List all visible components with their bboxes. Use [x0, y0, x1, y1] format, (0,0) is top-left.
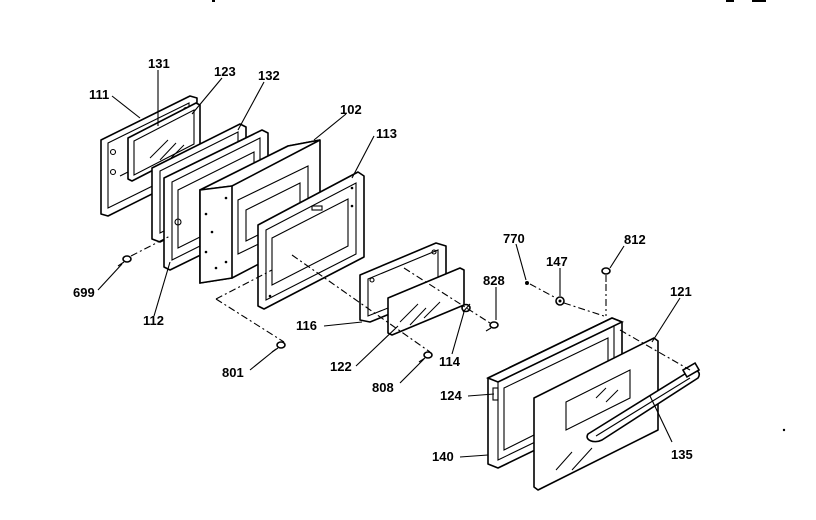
assembly-lines [130, 235, 691, 371]
label-140: 140 [432, 449, 454, 464]
part-113-inner-panel [257, 171, 365, 310]
screw-828 [485, 321, 499, 332]
label-770: 770 [503, 231, 525, 246]
scan-marks [212, 0, 786, 432]
part-135-door-handle [586, 361, 701, 443]
label-147: 147 [546, 254, 568, 269]
label-699: 699 [73, 285, 95, 300]
label-112: 112 [143, 313, 164, 328]
label-812: 812 [624, 232, 646, 247]
label-111: 111 [89, 87, 109, 102]
label-131: 131 [148, 56, 170, 71]
label-121: 121 [670, 284, 692, 299]
label-828: 828 [483, 273, 505, 288]
label-113: 113 [376, 126, 397, 141]
label-102: 102 [340, 102, 362, 117]
label-132: 132 [258, 68, 280, 83]
screw-699 [117, 255, 132, 267]
part-770-pin [525, 281, 529, 285]
label-123: 123 [214, 64, 236, 79]
part-114-clip [461, 303, 471, 313]
part-labels: 111 131 123 132 102 113 699 112 770 812 … [73, 56, 693, 464]
screw-808 [418, 351, 433, 363]
leader-lines [97, 70, 681, 458]
label-122: 122 [330, 359, 352, 374]
label-124: 124 [440, 388, 462, 403]
label-808: 808 [372, 380, 394, 395]
label-114: 114 [439, 354, 461, 369]
screw-812 [601, 267, 611, 282]
label-116: 116 [296, 318, 317, 333]
label-135: 135 [671, 447, 693, 462]
part-123-glass-pane [127, 102, 201, 182]
part-147-washer [555, 296, 565, 306]
label-801: 801 [222, 365, 244, 380]
